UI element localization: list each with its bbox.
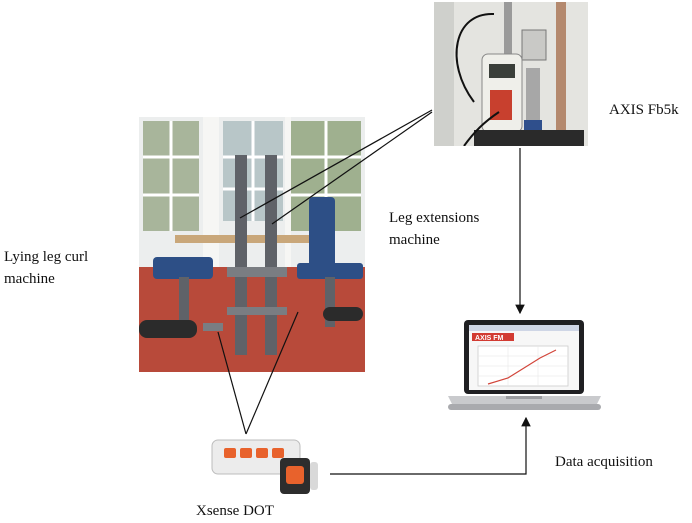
data-acquisition-label: Data acquisition [555, 454, 653, 470]
laptop-screen-logo: AXIS FM [475, 335, 504, 342]
laptop: AXIS FM [448, 318, 601, 410]
sensor-to-extension-line [245, 311, 299, 435]
xsense-dot-label: Xsense DOT [196, 503, 274, 519]
axis-fb5k-label: AXIS Fb5k [609, 102, 679, 118]
axis-force-gauge-photo [434, 2, 588, 146]
leg-extensions-label: Leg extensions machine [389, 210, 480, 248]
sensor-to-laptop-arrow [330, 416, 531, 475]
gym-machines-photo [139, 117, 365, 372]
xsense-dot-sensors [208, 436, 322, 500]
lying-leg-curl-label: Lying leg curl machine [4, 249, 89, 287]
gauge-to-extension-line [271, 111, 433, 225]
sensor-to-curl-line [217, 331, 247, 435]
gauge-to-curl-line [239, 109, 433, 219]
laptop-plot-line [487, 349, 557, 385]
